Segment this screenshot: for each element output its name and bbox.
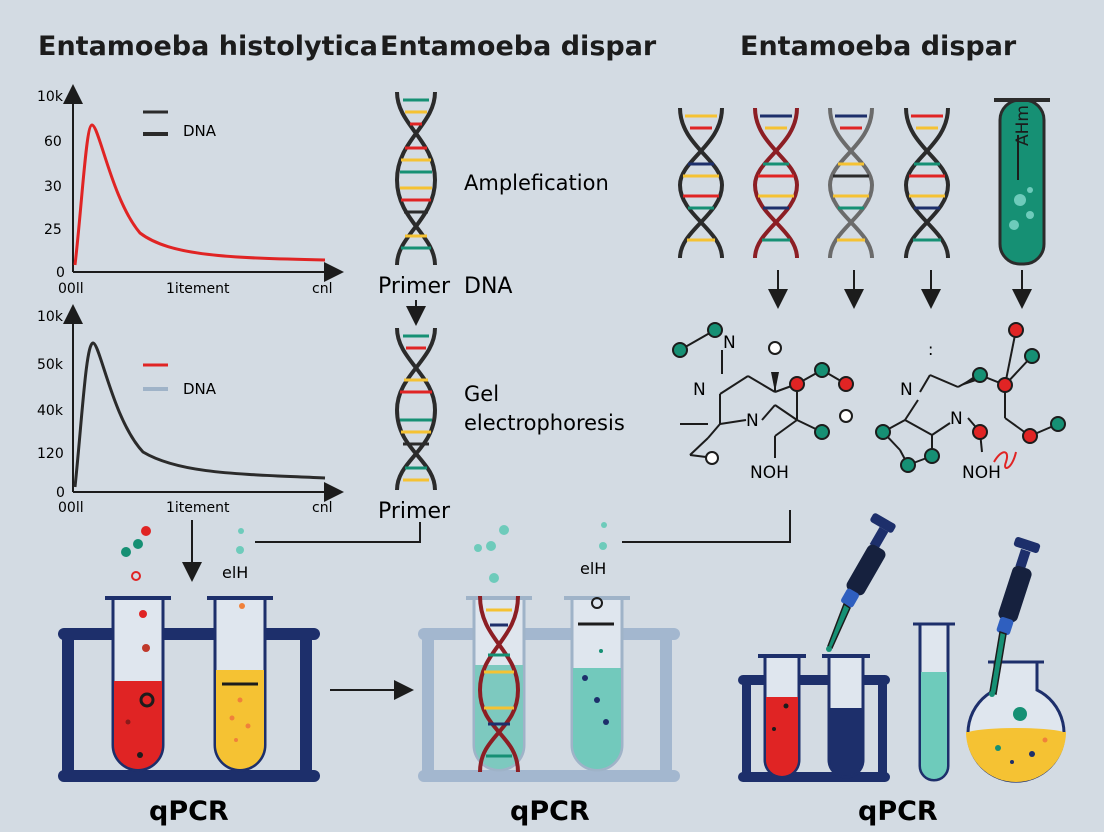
atom-r-green-1 [1024,348,1040,364]
rack-left: elH [58,526,320,782]
atom-o-3 [705,451,719,465]
atom-r-green-3 [1050,416,1066,432]
chart-bottom-ytick-3: 120 [37,446,64,462]
molecule-right-n1: N [900,380,913,400]
atom-red-2 [838,376,854,392]
atom-red-1 [789,376,805,392]
dna-helix-right-2 [752,107,800,259]
chart-bottom-xtick-2: cnl [312,500,332,516]
atom-r-red-2 [997,377,1013,393]
atom-r-red-3 [1022,428,1038,444]
chart-bottom-xtick-1: 1itement [166,500,230,516]
tube-right-red [758,654,806,779]
chart-bottom: 10k 50k 40k 120 0 00ll 1itement cnl DNA [37,304,344,516]
dna-helix-bottom [394,327,438,491]
molecule-left-n1: N [723,333,736,353]
chart-top: 10k 60 30 25 0 00ll 1itement cnl DNA [37,84,344,297]
chart-top-ytick-1: 60 [44,134,62,150]
chart-bottom-ytick-0: 10k [37,309,64,325]
dna-helix-right-4 [903,107,951,259]
droplets-middle [474,522,607,583]
molecule-left-n2: N [693,380,706,400]
chart-top-ytick-2: 30 [44,179,62,195]
atom-r-green-6 [900,457,916,473]
pipette-left [826,513,896,652]
primer-dna-label: Primer DNA [378,274,512,299]
molecule-left-wedge [771,372,779,392]
dna-helix-right-1 [677,107,725,259]
dna-helix-top [394,91,438,266]
atom-green-1 [672,342,688,358]
atom-green-3 [814,362,830,378]
title-middle: Entamoeba dispar [380,31,657,62]
chart-bottom-legend-label: DNA [183,380,217,398]
rack-middle: elH [418,522,680,782]
amplification-label: Amplefication [464,171,609,195]
atom-r-green-5 [924,448,940,464]
chart-top-curve [73,123,326,266]
atom-r-red-1 [1008,322,1024,338]
molecule-right-dot: : [928,340,933,359]
atom-green-2 [707,322,723,338]
chart-top-legend-label: DNA [183,122,217,140]
chart-bottom-ytick-2: 40k [37,403,64,419]
connector-primer-to-tube [255,522,421,543]
atom-r-red-4 [972,424,988,440]
caption-left: qPCR [149,796,229,827]
chart-top-xtick-2: cnl [312,281,332,297]
tube-yellow [207,596,273,772]
green-test-tube: AHm [994,98,1050,266]
title-left: Entamoeba histolytica [38,31,378,62]
tube-dna [466,595,532,773]
dna-helix-right-3 [827,107,875,259]
atom-o-1 [768,341,782,355]
primer-label: Primer [378,499,451,524]
gel-label-line2: electrophoresis [464,411,625,435]
chart-top-xtick-1: 1itement [166,281,230,297]
title-right: Entamoeba dispar [740,31,1017,62]
tube-red [105,596,171,772]
chart-top-ytick-0: 10k [37,89,64,105]
atom-r-green-4 [875,424,891,440]
tube-right-teal [913,622,955,782]
chart-bottom-curve [73,341,326,488]
connector-molecule-to-tube [622,510,791,543]
atom-green-4 [814,424,830,440]
flask [966,660,1066,783]
caption-right: qPCR [858,796,938,827]
caption-middle: qPCR [510,796,590,827]
chart-top-ytick-4: 0 [56,265,65,281]
tube-label-left: elH [222,563,248,582]
molecule-left-noh: NOH [750,463,789,483]
chart-bottom-ytick-4: 0 [56,485,65,501]
molecule-right-noh: NOH [962,463,1001,483]
tube-right-navy [822,654,870,779]
chart-top-ytick-3: 25 [44,222,62,238]
tube-label-middle: elH [580,559,606,578]
tube-teal [564,596,630,772]
molecule-right-n2: N [950,409,963,429]
tube-text: AHm [1013,105,1033,146]
pipette-right [989,537,1041,697]
chart-top-xtick-0: 00ll [58,281,84,297]
atom-o-2 [839,409,853,423]
chart-bottom-xtick-0: 00ll [58,500,84,516]
rack-right [738,654,890,782]
red-scribble [993,451,1017,469]
molecule-left-n3: N [746,411,759,431]
gel-label-line1: Gel [464,382,499,406]
atom-r-green-2 [972,367,988,383]
chart-bottom-ytick-1: 50k [37,357,64,373]
droplets-left [121,526,244,581]
